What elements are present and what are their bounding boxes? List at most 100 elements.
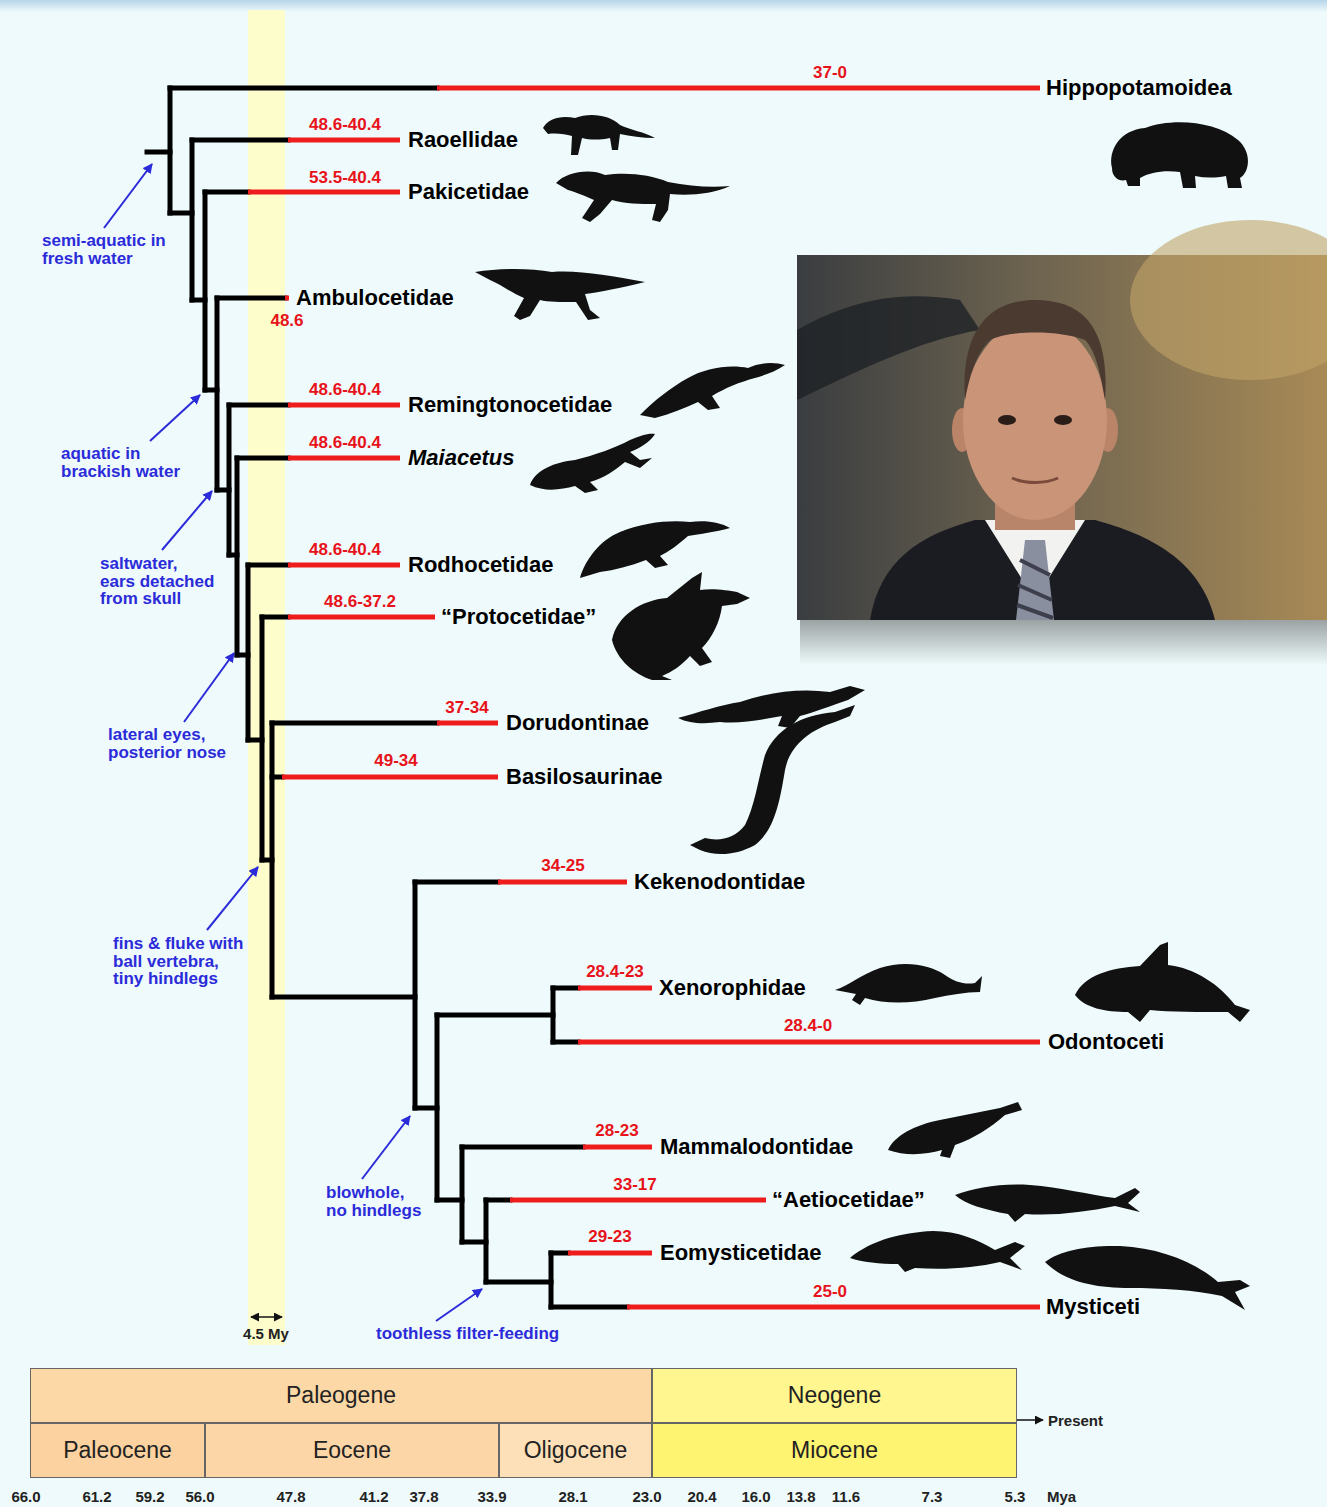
taxon-name: Hippopotamoidea	[1046, 75, 1232, 101]
range-bar	[510, 1198, 766, 1203]
present-arrow	[1017, 1419, 1043, 1421]
taxon-name: “Aetiocetidae”	[772, 1187, 925, 1213]
age-range: 28-23	[595, 1121, 638, 1141]
tick-label: 47.8	[276, 1488, 305, 1506]
range-bar	[437, 86, 1040, 91]
tick-label: 28.1	[558, 1488, 587, 1506]
period-name: Miocene	[791, 1437, 878, 1464]
range-bar	[437, 721, 498, 726]
branch-line	[205, 388, 217, 393]
branch-line	[415, 880, 498, 885]
branch-line	[205, 190, 248, 195]
branch-line	[272, 995, 415, 1000]
branch-line	[486, 1280, 551, 1285]
photo-light	[1130, 220, 1327, 380]
tick-label: 37.8	[409, 1488, 438, 1506]
trait-arrow	[150, 395, 200, 441]
taxon-name: Eomysticetidae	[660, 1240, 821, 1266]
branch-line	[551, 1305, 627, 1310]
branch-line	[262, 615, 288, 620]
period-name: Neogene	[788, 1382, 881, 1409]
age-range: 34-25	[541, 856, 584, 876]
branch-line	[553, 986, 578, 991]
protocetid-silhouette	[612, 572, 750, 680]
period-box: Neogene	[652, 1368, 1017, 1423]
trait-arrow	[436, 1289, 482, 1321]
eomysticetid-silhouette	[850, 1231, 1025, 1272]
xenorophid-silhouette	[835, 964, 982, 1005]
top-stripe	[0, 0, 1327, 12]
taxon-name: Xenorophidae	[659, 975, 806, 1001]
taxon-name: Mammalodontidae	[660, 1134, 853, 1160]
age-range: 37-0	[813, 63, 847, 83]
trait-note: blowhole, no hindlegs	[326, 1184, 426, 1219]
branch-line	[203, 192, 208, 390]
trait-arrow	[162, 491, 212, 550]
trait-note: semi-aquatic in fresh water	[42, 232, 182, 267]
age-range: 48.6-40.4	[309, 380, 381, 400]
inset-photo	[797, 220, 1327, 665]
taxon-name: Raoellidae	[408, 127, 518, 153]
aetiocetid-silhouette	[955, 1185, 1140, 1222]
taxon-name: Rodhocetidae	[408, 552, 553, 578]
branch-line	[437, 1013, 553, 1018]
period-box: Eocene	[205, 1423, 499, 1478]
photo-tie	[1016, 540, 1054, 620]
branch-line	[192, 298, 205, 303]
tick-label: 20.4	[687, 1488, 716, 1506]
taxon-name: Kekenodontidae	[634, 869, 805, 895]
trait-arrow	[362, 1116, 410, 1179]
tick-label: 13.8	[786, 1488, 815, 1506]
dorudontine-silhouette	[678, 686, 865, 728]
taxon-name: Basilosaurinae	[506, 764, 663, 790]
range-bar	[282, 775, 498, 780]
age-range: 37-34	[445, 698, 488, 718]
mammalodontid-silhouette	[888, 1102, 1022, 1158]
taxon-name: Dorudontinae	[506, 710, 649, 736]
hippo-silhouette	[1111, 122, 1248, 188]
maiacetus-silhouette	[530, 434, 655, 493]
photo-face	[963, 320, 1107, 520]
range-bar	[498, 880, 627, 885]
trait-arrow	[104, 164, 152, 228]
range-bar	[285, 296, 289, 301]
range-bar	[627, 1305, 1040, 1310]
axis-label: Present	[1048, 1412, 1103, 1430]
branch-line	[229, 403, 288, 408]
photo-mouth	[1012, 478, 1058, 483]
tick-label: 33.9	[477, 1488, 506, 1506]
ambulocetid-silhouette	[475, 269, 645, 320]
photo-eye	[1054, 415, 1072, 425]
range-bar	[288, 403, 400, 408]
remingtonocetid-silhouette	[640, 363, 785, 418]
branch-line	[262, 858, 272, 863]
branch-line	[551, 1251, 568, 1256]
tick-label: 66.0	[11, 1488, 40, 1506]
period-name: Oligocene	[524, 1437, 628, 1464]
branch-line	[237, 653, 248, 658]
branch-line	[237, 456, 288, 461]
age-range: 48.6-40.4	[309, 540, 381, 560]
photo-eye	[998, 415, 1016, 425]
basilosaurine-silhouette	[690, 705, 855, 854]
period-box: Oligocene	[499, 1423, 652, 1478]
period-box: Paleogene	[30, 1368, 652, 1423]
age-range: 28.4-0	[784, 1016, 832, 1036]
range-bar	[568, 1251, 652, 1256]
photo-shadow	[800, 620, 1327, 665]
trait-note: saltwater, ears detached from skull	[100, 555, 216, 608]
age-range: 28.4-23	[586, 962, 644, 982]
taxon-name: Pakicetidae	[408, 179, 529, 205]
taxon-name: Remingtonocetidae	[408, 392, 612, 418]
trait-arrow	[207, 867, 258, 930]
taxon-name: Maiacetus	[408, 445, 514, 471]
age-range: 49-34	[374, 751, 417, 771]
branch-line	[437, 1198, 462, 1203]
tick-label: 56.0	[185, 1488, 214, 1506]
branch-line	[272, 721, 437, 726]
branch-line	[227, 405, 232, 555]
taxon-name: Ambulocetidae	[296, 285, 454, 311]
range-bar	[288, 456, 400, 461]
range-bar	[583, 1145, 652, 1150]
